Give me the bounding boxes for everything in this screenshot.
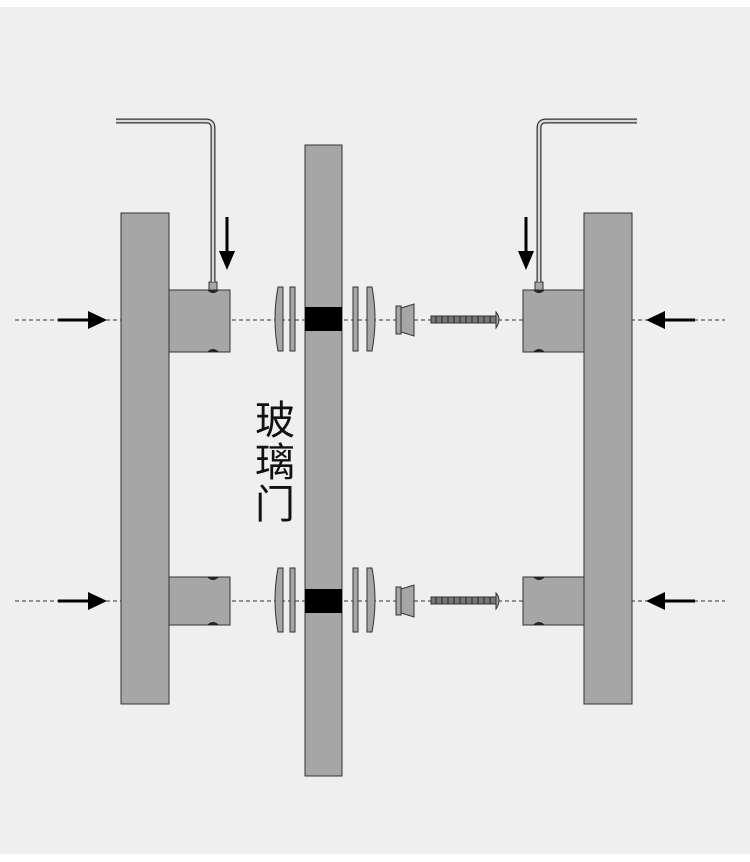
left-handle-bar [120, 212, 170, 705]
right-setscrew-hole-top-a [533, 290, 545, 293]
glass-door-label-char-1: 玻 [255, 398, 295, 444]
bushing-bottom [395, 584, 415, 618]
right-setscrew [534, 281, 544, 291]
right-handle-bar [583, 212, 633, 705]
left-handle-standoff-top [168, 289, 231, 353]
right-setscrew-hole-bottom-a [533, 577, 545, 580]
right-down-arrow-icon [518, 217, 534, 270]
glass-door-label-char-2: 璃 [255, 440, 295, 486]
glass-door-label: 玻 璃 门 [250, 400, 300, 526]
left-top-right-arrow-icon [58, 311, 107, 329]
left-setscrew-hole-bottom-a [207, 577, 219, 580]
left-bottom-right-arrow-icon [58, 592, 107, 610]
glass-door-panel [304, 144, 343, 777]
right-handle-standoff-top [522, 289, 585, 353]
diagram-background [0, 7, 750, 854]
right-top-left-arrow-icon [646, 311, 695, 329]
left-setscrew [208, 281, 218, 291]
glass-hole-gasket-top [305, 307, 342, 331]
glass-door-label-char-3: 门 [255, 482, 295, 528]
bushing-top [395, 303, 415, 337]
left-setscrew-hole-top-a [207, 290, 219, 293]
left-setscrew-hole-bottom-b [207, 622, 219, 625]
right-setscrew-hole-top-b [533, 349, 545, 352]
left-setscrew-hole-top-b [207, 349, 219, 352]
left-handle-standoff-bottom [168, 576, 231, 626]
glass-hole-gasket-bottom [305, 589, 342, 613]
right-bottom-left-arrow-icon [646, 592, 695, 610]
right-setscrew-hole-bottom-b [533, 622, 545, 625]
left-down-arrow-icon [219, 217, 235, 270]
right-handle-standoff-bottom [522, 576, 585, 626]
